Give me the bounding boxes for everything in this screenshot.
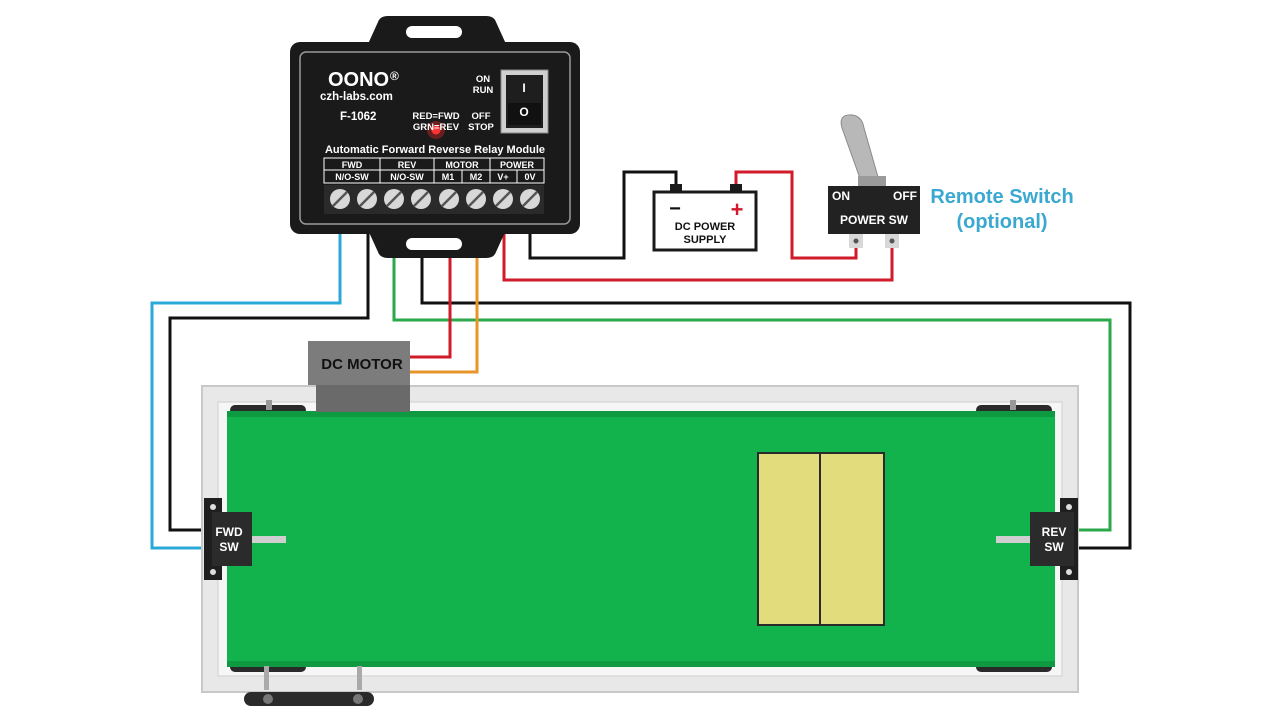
group-motor: MOTOR xyxy=(445,160,479,170)
terminal-label-1: N/O-SW xyxy=(335,172,369,182)
remote-title-line2: (optional) xyxy=(956,211,1047,233)
module-website: czh-labs.com xyxy=(320,91,393,103)
wire-orange-motor xyxy=(410,232,479,374)
terminal-label-3: M1 xyxy=(442,172,455,182)
switch-off-label: OFF xyxy=(472,111,491,122)
terminal-label-2: N/O-SW xyxy=(390,172,424,182)
remote-on-label: ON xyxy=(832,189,850,203)
fwd-sw-line2: SW xyxy=(219,540,239,554)
rocker-off-symbol: O xyxy=(519,105,528,119)
rev-limit-switch: REV SW xyxy=(996,498,1078,580)
terminal-screw-8[interactable] xyxy=(520,189,540,209)
rev-sw-line1: REV xyxy=(1042,525,1067,539)
module-model: F-1062 xyxy=(340,111,376,123)
wire-red-motor xyxy=(410,232,452,359)
wire-red-power xyxy=(502,232,894,282)
relay-module: OONO ® czh-labs.com F-1062 I O ON RUN OF… xyxy=(290,16,580,258)
conveyor-belt xyxy=(227,411,1055,667)
wire-red-psu-switch xyxy=(734,170,858,260)
wire-black-power xyxy=(528,170,678,260)
terminal-screw-5[interactable] xyxy=(439,189,459,209)
psu-line2: SUPPLY xyxy=(683,234,727,246)
fwd-limit-switch: FWD SW xyxy=(204,498,286,580)
load-box-left xyxy=(757,452,821,626)
terminal-screws xyxy=(330,189,540,209)
remote-off-label: OFF xyxy=(893,189,917,203)
rev-sw-line2: SW xyxy=(1044,540,1064,554)
remote-power-switch[interactable]: ON OFF POWER SW xyxy=(828,114,920,248)
wires xyxy=(150,170,1132,550)
motor-label: DC MOTOR xyxy=(321,356,403,373)
remote-name-label: POWER SW xyxy=(840,213,909,227)
wire-black-rev xyxy=(420,232,1132,550)
terminal-screw-7[interactable] xyxy=(493,189,513,209)
wire-black-fwd xyxy=(168,232,370,532)
module-brand: OONO xyxy=(328,69,389,91)
terminal-label-6: 0V xyxy=(524,172,535,182)
dc-motor: DC MOTOR xyxy=(308,341,410,412)
terminal-label-5: V+ xyxy=(497,172,508,182)
led-grn-label: GRN=REV xyxy=(413,122,460,133)
terminal-screw-6[interactable] xyxy=(466,189,486,209)
psu-line1: DC POWER xyxy=(675,221,736,233)
module-brand-mark: ® xyxy=(390,69,399,83)
terminal-label-4: M2 xyxy=(470,172,483,182)
terminal-screw-2[interactable] xyxy=(357,189,377,209)
switch-run-label: RUN xyxy=(473,85,494,96)
psu-minus: − xyxy=(669,198,681,220)
module-title: Automatic Forward Reverse Relay Module xyxy=(325,144,545,156)
wire-green-rev xyxy=(392,232,1112,532)
switch-on-label: ON xyxy=(476,74,490,85)
rocker-switch[interactable]: I O xyxy=(500,69,549,134)
remote-title-line1: Remote Switch xyxy=(930,186,1073,208)
conveyor xyxy=(201,385,1079,706)
toggle-lever[interactable] xyxy=(840,114,881,185)
terminal-screw-1[interactable] xyxy=(330,189,350,209)
rocker-on-symbol: I xyxy=(522,81,525,95)
group-fwd: FWD xyxy=(342,160,363,170)
terminal-screw-4[interactable] xyxy=(411,189,431,209)
fwd-sw-line1: FWD xyxy=(215,525,243,539)
wire-blue-fwd xyxy=(150,232,342,550)
switch-stop-label: STOP xyxy=(468,122,494,133)
terminal-screw-3[interactable] xyxy=(384,189,404,209)
load-box-right xyxy=(819,452,885,626)
group-power: POWER xyxy=(500,160,535,170)
status-led xyxy=(431,125,441,135)
psu-plus: + xyxy=(731,197,744,222)
dc-power-supply: − + DC POWER SUPPLY xyxy=(652,184,758,252)
led-red-label: RED=FWD xyxy=(412,111,459,122)
group-rev: REV xyxy=(398,160,417,170)
